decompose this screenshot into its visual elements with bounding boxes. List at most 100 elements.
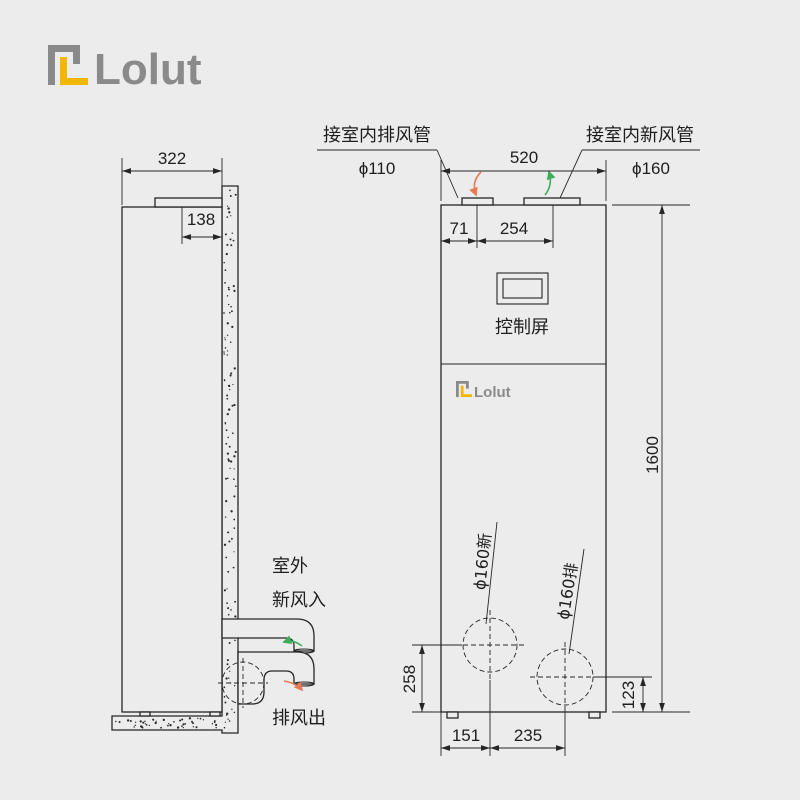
concrete-texture-dot: [188, 717, 192, 720]
concrete-texture-dot: [154, 721, 157, 725]
concrete-texture-dot: [225, 252, 228, 256]
concrete-texture-dot: [229, 195, 232, 197]
concrete-texture-dot: [226, 397, 229, 400]
concrete-texture-dot: [226, 412, 229, 416]
concrete-texture-dot: [229, 467, 231, 469]
front-fresh-duct-stub: [523, 197, 581, 206]
concrete-texture-dot: [168, 722, 170, 725]
concrete-texture-dot: [226, 663, 229, 666]
concrete-texture-dot: [229, 388, 231, 391]
panel-logo-icon: [456, 381, 472, 397]
concrete-texture-dot: [226, 205, 229, 207]
concrete-texture-dot: [224, 339, 226, 341]
concrete-texture-dot: [232, 383, 234, 386]
concrete-texture-dot: [224, 233, 227, 236]
concrete-texture-dot: [228, 642, 231, 644]
side-foot-left: [139, 711, 151, 717]
concrete-texture-dot: [227, 607, 230, 610]
concrete-texture-dot: [233, 289, 236, 292]
concrete-texture-dot: [228, 677, 230, 679]
concrete-texture-dot: [225, 677, 228, 680]
dim-1600-label: 1600: [643, 436, 662, 474]
concrete-texture-dot: [226, 354, 228, 356]
outdoor-label: 室外: [272, 556, 308, 577]
concrete-texture-dot: [223, 353, 225, 355]
dim-71-label: 71: [450, 219, 469, 238]
concrete-texture-dot: [233, 527, 236, 529]
concrete-texture-dot: [225, 556, 228, 559]
control-screen-display: [502, 278, 543, 299]
logo-icon-yellow-part: [60, 57, 88, 85]
concrete-texture-dot: [226, 452, 230, 455]
concrete-texture-dot: [229, 670, 231, 672]
indoor-exhaust-pipe-diameter: ϕ110: [359, 159, 396, 178]
concrete-texture-dot: [223, 726, 226, 729]
dim-322-label: 322: [158, 149, 186, 168]
fresh-air-in-label: 新风入: [272, 590, 326, 611]
concrete-texture-dot: [234, 600, 237, 603]
concrete-texture-dot: [227, 207, 230, 210]
panel-brand-wordmark: Lolut: [474, 384, 511, 401]
indoor-exhaust-pipe-leader: [436, 149, 459, 199]
concrete-texture-dot: [223, 261, 225, 264]
concrete-texture-dot: [225, 500, 228, 503]
concrete-texture-dot: [126, 719, 130, 722]
concrete-texture-dot: [226, 350, 229, 352]
dim-123-label: 123: [619, 681, 638, 709]
concrete-texture-dot: [211, 722, 214, 725]
concrete-texture-dot: [223, 312, 225, 314]
concrete-texture-dot: [215, 726, 217, 729]
concrete-texture-dot: [155, 720, 157, 722]
concrete-texture-dot: [228, 445, 231, 448]
concrete-texture-dot: [229, 374, 232, 377]
concrete-texture-dot: [233, 367, 236, 370]
concrete-texture-dot: [229, 311, 231, 314]
concrete-texture-dot: [225, 477, 227, 480]
concrete-texture-dot: [182, 723, 185, 726]
concrete-texture-dot: [152, 718, 155, 721]
concrete-texture-dot: [140, 725, 143, 728]
concrete-texture-dot: [230, 510, 233, 513]
concrete-texture-dot: [226, 216, 229, 218]
side-foot-right: [209, 711, 221, 717]
concrete-texture-dot: [226, 659, 229, 662]
concrete-texture-dot: [160, 726, 163, 729]
panel-logo-yellow-part: [460, 385, 472, 397]
concrete-texture-dot: [227, 531, 230, 534]
concrete-texture-dot: [139, 720, 142, 723]
concrete-texture-dot: [224, 701, 227, 704]
concrete-texture-dot: [223, 696, 226, 698]
concrete-texture-dot: [228, 288, 230, 291]
concrete-texture-dot: [233, 478, 235, 481]
concrete-texture-dot: [232, 566, 235, 569]
dim-235-label: 235: [514, 726, 542, 745]
concrete-texture-dot: [227, 286, 230, 289]
concrete-texture-dot: [230, 537, 233, 540]
concrete-texture-dot: [231, 232, 234, 234]
concrete-texture-dot: [214, 719, 216, 722]
concrete-texture-dot: [230, 215, 232, 217]
exhaust-air-out-label: 排风出: [272, 708, 326, 729]
concrete-texture-dot: [192, 726, 195, 728]
concrete-texture-dot: [195, 726, 198, 729]
concrete-texture-dot: [134, 721, 137, 723]
concrete-texture-dot: [202, 719, 205, 721]
concrete-texture-dot: [224, 347, 227, 349]
indoor-fresh-arrow-icon: [544, 170, 556, 196]
indoor-fresh-pipe-diameter: ϕ160: [632, 159, 670, 178]
concrete-texture-dot: [226, 322, 229, 325]
concrete-texture-dot: [223, 351, 225, 353]
concrete-texture-dot: [173, 720, 175, 723]
concrete-texture-dot: [230, 244, 233, 247]
side-top-duct: [154, 197, 223, 208]
concrete-texture-dot: [232, 285, 235, 288]
concrete-texture-dot: [229, 189, 231, 192]
dim-254-label: 254: [500, 219, 528, 238]
concrete-texture-dot: [232, 239, 235, 242]
concrete-texture-dot: [142, 721, 145, 724]
concrete-texture-dot: [227, 384, 231, 388]
concrete-texture-dot: [224, 337, 226, 339]
exhaust-air-out-arrow-icon: [283, 680, 304, 692]
concrete-texture-dot: [224, 421, 227, 424]
